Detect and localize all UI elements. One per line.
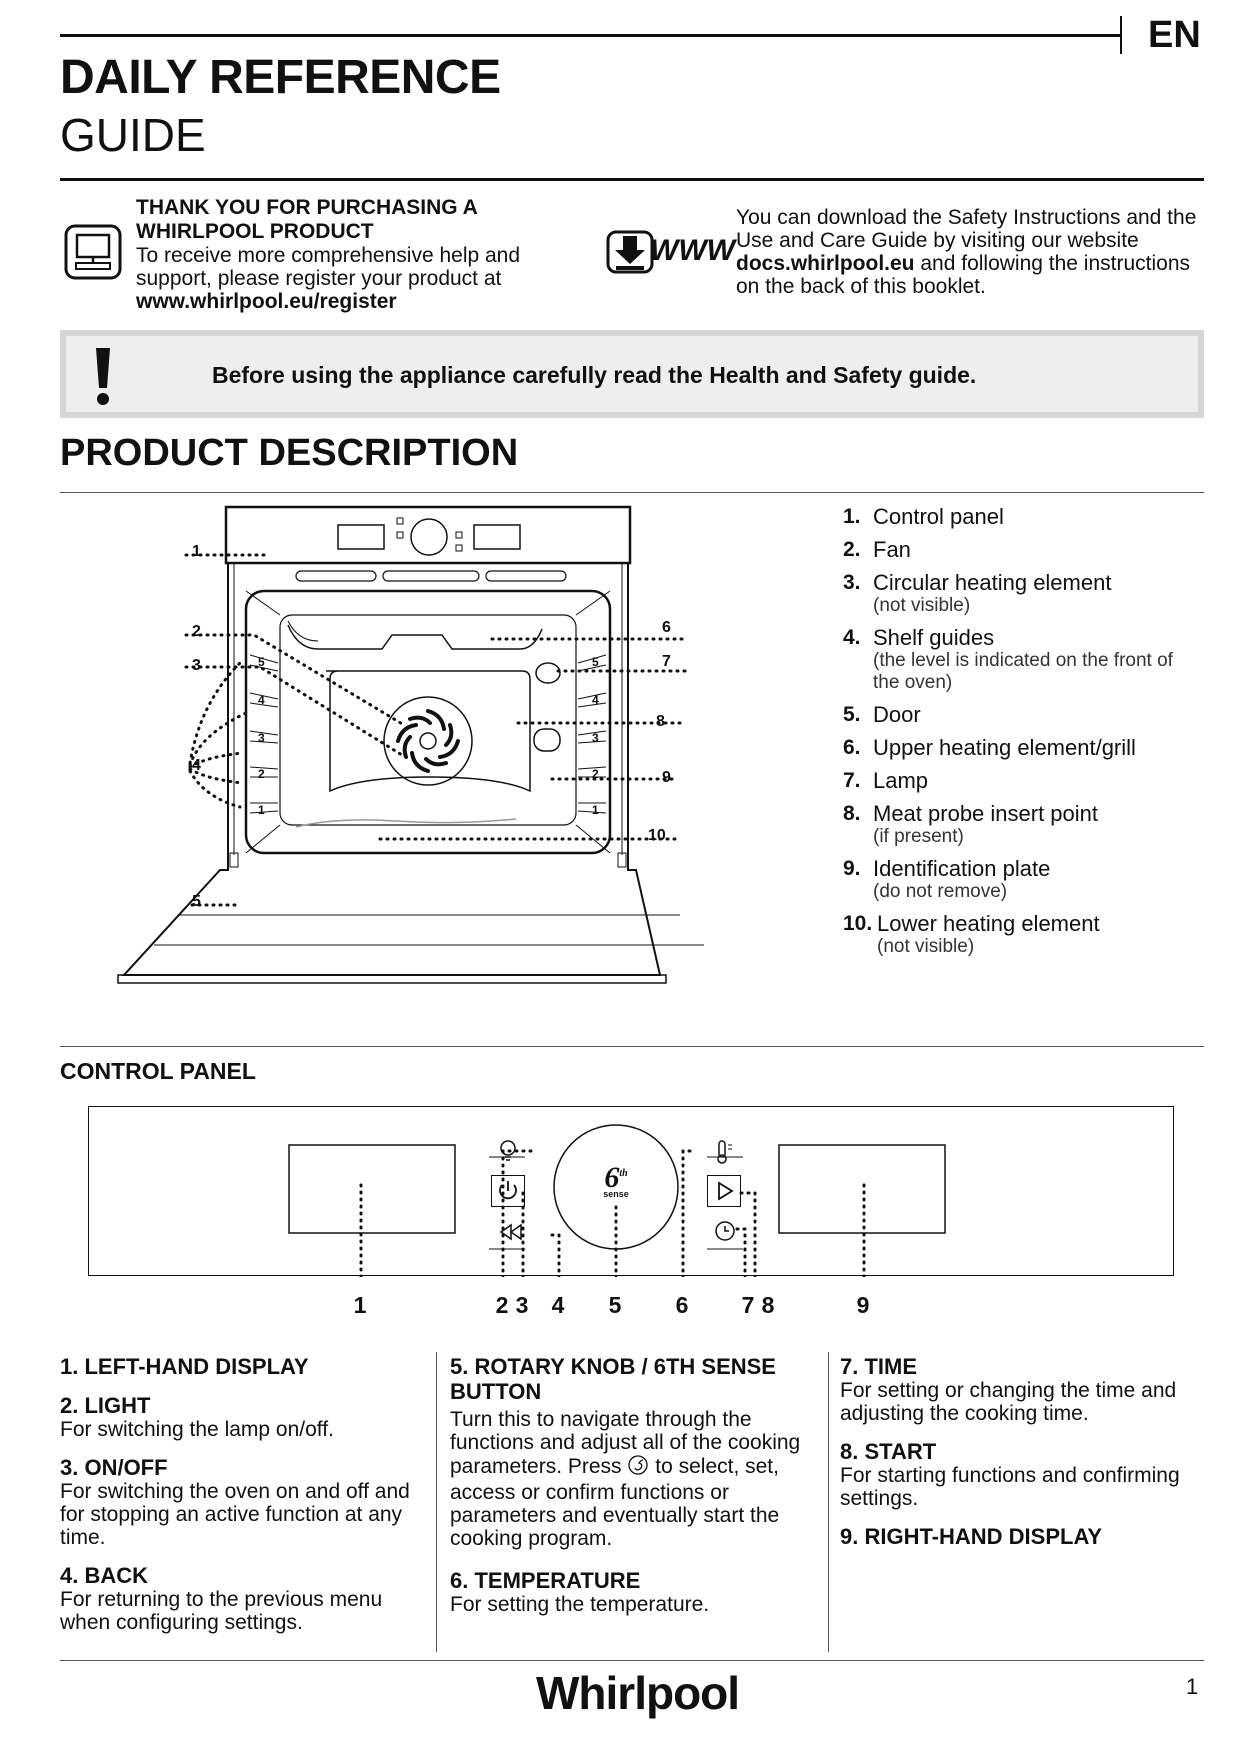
title-rule	[60, 178, 1204, 181]
shelf-level-right-1: 1	[592, 803, 599, 817]
power-button[interactable]	[491, 1175, 525, 1207]
controls-column-3: 7. TIME For setting or changing the time…	[840, 1354, 1210, 1563]
shelf-level-left-4: 4	[258, 693, 265, 707]
footer-rule	[60, 1660, 1204, 1661]
control-item: 7. TIME For setting or changing the time…	[840, 1354, 1177, 1425]
warning-text: Before using the appliance carefully rea…	[212, 362, 977, 388]
exclamation-icon	[92, 348, 114, 405]
register-title: THANK YOU FOR PURCHASING A WHIRLPOOL PRO…	[136, 196, 478, 243]
diagram-label-9: 9	[662, 769, 671, 786]
controls-column-2: 5. ROTARY KNOB / 6TH SENSE BUTTON Turn t…	[450, 1354, 810, 1630]
list-item: 8.Meat probe insert point(if present)	[843, 801, 1099, 848]
thermometer-icon[interactable]	[713, 1139, 737, 1170]
product-description-heading: PRODUCT DESCRIPTION	[60, 432, 519, 474]
list-item: 9.Identification plate(do not remove)	[843, 856, 1051, 903]
shelf-level-right-4: 4	[592, 693, 599, 707]
shelf-level-left-1: 1	[258, 803, 265, 817]
rotary-knob[interactable]: 6th sense	[603, 1161, 629, 1199]
shelf-level-right-2: 2	[592, 767, 599, 781]
sixth-sense-logo: 6th	[604, 1161, 628, 1194]
docs-link[interactable]: docs.whirlpool.eu	[736, 252, 915, 275]
control-item: 8. START For starting functions and conf…	[840, 1439, 1180, 1510]
diagram-label-8: 8	[656, 713, 665, 730]
column-divider-2	[828, 1352, 829, 1652]
control-panel-diagram: 6th sense	[88, 1106, 1174, 1277]
play-icon	[718, 1181, 734, 1201]
control-item: 6. TEMPERATURE For setting the temperatu…	[450, 1568, 710, 1616]
diagram-label-6: 6	[662, 619, 671, 636]
language-code: EN	[1148, 14, 1201, 56]
computer-monitor-icon	[64, 224, 122, 280]
list-item: 5.Door	[843, 702, 921, 727]
whirlpool-logo: Whirlpool	[536, 1667, 740, 1719]
shelf-level-right-3: 3	[592, 731, 599, 745]
control-item: 3. ON/OFF For switching the oven on and …	[60, 1455, 410, 1549]
page-title: DAILY REFERENCE	[60, 51, 501, 104]
diagram-label-5: 5	[192, 893, 201, 910]
cp-number-1: 1	[353, 1292, 367, 1318]
cp-number-5: 5	[608, 1292, 622, 1318]
page-number: 1	[1186, 1674, 1199, 1699]
shelf-level-left-5: 5	[258, 655, 265, 669]
cp-number-4: 4	[551, 1292, 565, 1318]
diagram-label-1: 1	[192, 543, 201, 560]
sixth-sense-button-icon	[627, 1454, 649, 1481]
list-item: 10.Lower heating element(not visible)	[843, 911, 1100, 958]
rewind-icon	[499, 1223, 522, 1241]
controls-column-1: 1. LEFT-HAND DISPLAY 2. LIGHT For switch…	[60, 1354, 430, 1648]
diagram-label-10: 10	[648, 827, 666, 844]
control-item: 9. RIGHT-HAND DISPLAY	[840, 1524, 1103, 1549]
register-block: THANK YOU FOR PURCHASING A WHIRLPOOL PRO…	[136, 196, 576, 313]
diagram-label-2: 2	[192, 623, 201, 640]
control-item: 4. BACK For returning to the previous me…	[60, 1563, 383, 1634]
control-panel-rule	[60, 1046, 1204, 1047]
cp-number-2: 2	[495, 1292, 509, 1318]
shelf-level-right-5: 5	[592, 655, 599, 669]
cp-number-6: 6	[675, 1292, 689, 1318]
cp-number-9: 9	[856, 1292, 870, 1318]
diagram-label-7: 7	[662, 653, 671, 670]
register-text: To receive more comprehensive help and s…	[136, 244, 521, 290]
list-item: 1.Control panel	[843, 504, 1004, 529]
top-rule-tick	[1120, 16, 1122, 54]
shelf-level-left-2: 2	[258, 767, 265, 781]
download-text: You can download the Safety Instructions…	[736, 206, 1197, 252]
register-link[interactable]: www.whirlpool.eu/register	[136, 290, 397, 313]
section-rule	[60, 492, 1204, 493]
cp-number-7: 7	[741, 1292, 755, 1318]
control-item: 1. LEFT-HAND DISPLAY	[60, 1354, 309, 1379]
www-icon-text: WWW	[650, 234, 735, 267]
list-item: 3.Circular heating element(not visible)	[843, 570, 1112, 617]
list-item: 6.Upper heating element/grill	[843, 735, 1136, 760]
download-www-icon: WWW	[606, 228, 735, 278]
cp-number-8: 8	[761, 1292, 775, 1318]
shelf-level-left-3: 3	[258, 731, 265, 745]
oven-diagram: 1 2 3 4 5 6 7 8 9 10 5 4 3 2 1 5 4 3 2 1	[100, 505, 760, 995]
download-text-after: and following the instructions on the ba…	[736, 252, 1191, 298]
clock-icon[interactable]	[713, 1219, 737, 1248]
diagram-label-4: 4	[192, 757, 201, 774]
control-item: 2. LIGHT For switching the lamp on/off.	[60, 1393, 334, 1441]
page-subtitle: GUIDE	[60, 109, 206, 161]
list-item: 7.Lamp	[843, 768, 929, 793]
light-bulb-icon	[497, 1139, 519, 1168]
diagram-label-3: 3	[192, 657, 201, 674]
list-item: 4.Shelf guides(the level is indicated on…	[843, 625, 1173, 694]
power-icon	[499, 1181, 517, 1200]
top-rule	[60, 34, 1120, 37]
start-button[interactable]	[707, 1175, 741, 1207]
control-panel-heading: CONTROL PANEL	[60, 1058, 256, 1084]
back-button[interactable]	[497, 1221, 527, 1248]
control-item: 5. ROTARY KNOB / 6TH SENSE BUTTON Turn t…	[450, 1354, 801, 1550]
column-divider-1	[436, 1352, 437, 1652]
cp-number-3: 3	[515, 1292, 529, 1318]
list-item: 2.Fan	[843, 537, 911, 562]
warning-box: Before using the appliance carefully rea…	[60, 330, 1204, 418]
parts-list: 1.Control panel 2.Fan 3.Circular heating…	[843, 505, 1203, 967]
download-block: You can download the Safety Instructions…	[736, 206, 1206, 298]
